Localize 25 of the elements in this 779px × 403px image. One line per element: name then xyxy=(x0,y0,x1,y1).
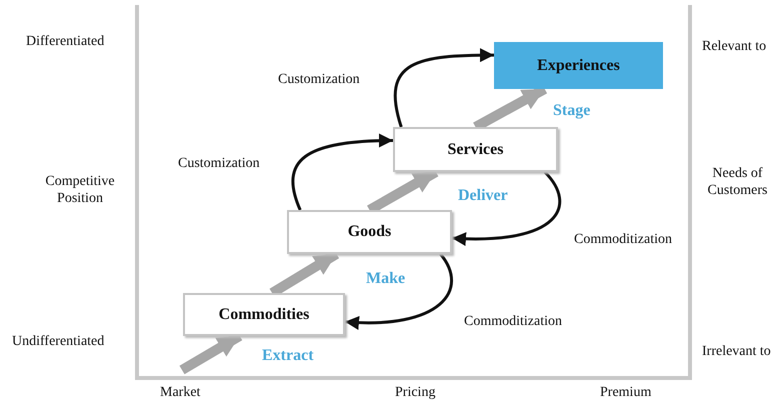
axis-label: Differentiated xyxy=(26,33,106,50)
axis-label: Needs of Customers xyxy=(706,165,768,199)
axis-label: Irrelevant to xyxy=(702,343,772,360)
edge-label: Commoditization xyxy=(574,232,672,248)
curved-arrow xyxy=(292,134,394,211)
axis-label: Competitive Position xyxy=(44,173,116,207)
edge-label: Stage xyxy=(553,102,590,120)
edge-label: Deliver xyxy=(458,187,508,205)
axis-label: Market xyxy=(160,384,202,401)
stage-box: Goods xyxy=(287,210,452,254)
stage-box: Experiences xyxy=(494,42,663,89)
stage-box: Commodities xyxy=(183,293,345,336)
curved-arrow xyxy=(344,253,453,330)
axis-label: Pricing xyxy=(395,384,436,401)
edge-label: Customization xyxy=(278,72,360,88)
stage-box: Services xyxy=(393,127,558,172)
curved-arrow xyxy=(452,171,561,246)
curved-arrow xyxy=(394,48,494,128)
axis-label: Relevant to xyxy=(702,38,768,55)
edge-label: Commoditization xyxy=(464,314,562,330)
edge-label: Customization xyxy=(178,156,260,172)
edge-label: Extract xyxy=(262,347,314,365)
axis-label: Undifferentiated xyxy=(12,333,106,350)
edge-label: Make xyxy=(366,270,406,288)
axis-label: Premium xyxy=(600,384,652,401)
